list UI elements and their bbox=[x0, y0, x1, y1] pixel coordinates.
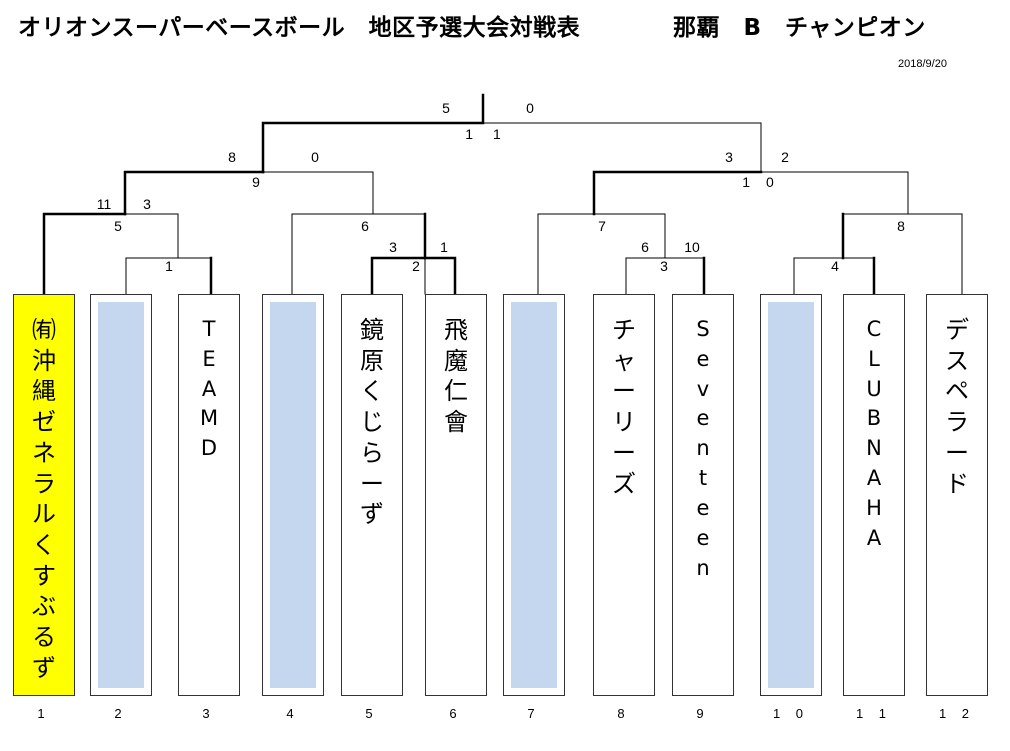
team-name: 鏡原くじらーず bbox=[360, 316, 384, 529]
tournament-title: オリオンスーパーベースボール 地区予選大会対戦表 bbox=[18, 15, 581, 41]
slot-number: 1 2 bbox=[938, 706, 976, 721]
game-5-win-path bbox=[42, 212, 127, 296]
division-label: 那覇 B チャンピオン bbox=[673, 15, 926, 41]
game-number: 2 bbox=[412, 258, 420, 274]
team-box: チャーリーズ bbox=[593, 294, 655, 696]
bracket-date: 2018/9/20 bbox=[898, 58, 947, 70]
game-number: 1 1 bbox=[465, 126, 508, 142]
score-left: 3 bbox=[389, 239, 397, 255]
game-number: 4 bbox=[831, 258, 839, 274]
score-right: 2 bbox=[781, 149, 789, 165]
slot-number: 2 bbox=[114, 706, 128, 721]
game-2-line bbox=[424, 257, 456, 295]
bye-fill bbox=[511, 302, 557, 688]
bye-fill bbox=[768, 302, 814, 688]
game-10-line bbox=[760, 171, 909, 215]
bracket-title: オリオンスーパーベースボール 地区予選大会対戦表 那覇 B チャンピオン bbox=[18, 8, 925, 42]
game-number: 6 bbox=[361, 218, 369, 234]
team-box: 飛魔仁會 bbox=[425, 294, 487, 696]
score-right: 1 bbox=[440, 239, 448, 255]
score-left: 6 bbox=[641, 239, 649, 255]
score-left: 3 bbox=[725, 149, 733, 165]
game-2-win-path bbox=[370, 256, 457, 296]
slot-number: 1 1 bbox=[855, 706, 893, 721]
bye-slot bbox=[262, 294, 324, 696]
score-right: 0 bbox=[526, 100, 534, 116]
game-3-line bbox=[625, 257, 705, 295]
bye-slot bbox=[760, 294, 822, 696]
team-box: 鏡原くじらーず bbox=[341, 294, 403, 696]
score-left: 11 bbox=[97, 196, 112, 212]
bye-fill bbox=[270, 302, 316, 688]
game-number: 8 bbox=[897, 218, 905, 234]
game-8-line bbox=[842, 213, 963, 295]
game-number: 7 bbox=[598, 218, 606, 234]
team-name: デスペラード bbox=[945, 316, 969, 498]
slot-number: 7 bbox=[527, 706, 541, 721]
slot-number: 1 0 bbox=[772, 706, 810, 721]
game-9-line bbox=[262, 171, 374, 215]
score-right: 3 bbox=[143, 196, 151, 212]
game-5-line bbox=[124, 213, 179, 259]
slot-number: 3 bbox=[202, 706, 216, 721]
bye-slot bbox=[503, 294, 565, 696]
game-number: 1 0 bbox=[742, 174, 779, 190]
game-number: 5 bbox=[114, 218, 122, 234]
slot-number: 6 bbox=[449, 706, 463, 721]
game-9-win-path bbox=[123, 170, 265, 216]
team-box: ㈲沖縄ゼネラルくすぶるず bbox=[13, 294, 75, 696]
game-7-line bbox=[537, 213, 666, 295]
slot-number: 1 bbox=[37, 706, 51, 721]
bye-fill bbox=[98, 302, 144, 688]
game-11-win-path bbox=[261, 93, 485, 174]
score-right: 0 bbox=[311, 149, 319, 165]
game-6-line bbox=[291, 213, 426, 295]
bye-slot bbox=[90, 294, 152, 696]
game-10-win-path bbox=[592, 170, 763, 216]
game-number: 1 bbox=[165, 258, 173, 274]
team-name: チャーリーズ bbox=[612, 316, 636, 498]
team-name: ㈲沖縄ゼネラルくすぶるず bbox=[32, 316, 56, 682]
score-left: 5 bbox=[442, 100, 450, 116]
game-11-line bbox=[482, 122, 762, 173]
game-number: 9 bbox=[252, 174, 260, 190]
team-name: 飛魔仁會 bbox=[444, 316, 468, 437]
slot-number: 5 bbox=[365, 706, 379, 721]
score-right: 10 bbox=[684, 239, 700, 255]
slot-number: 4 bbox=[286, 706, 300, 721]
team-box: デスペラード bbox=[926, 294, 988, 696]
score-left: 8 bbox=[228, 149, 236, 165]
slot-number: 9 bbox=[696, 706, 710, 721]
slot-number: 8 bbox=[617, 706, 631, 721]
game-1-line bbox=[125, 257, 212, 295]
game-4-line bbox=[793, 257, 875, 295]
game-number: 3 bbox=[660, 258, 668, 274]
